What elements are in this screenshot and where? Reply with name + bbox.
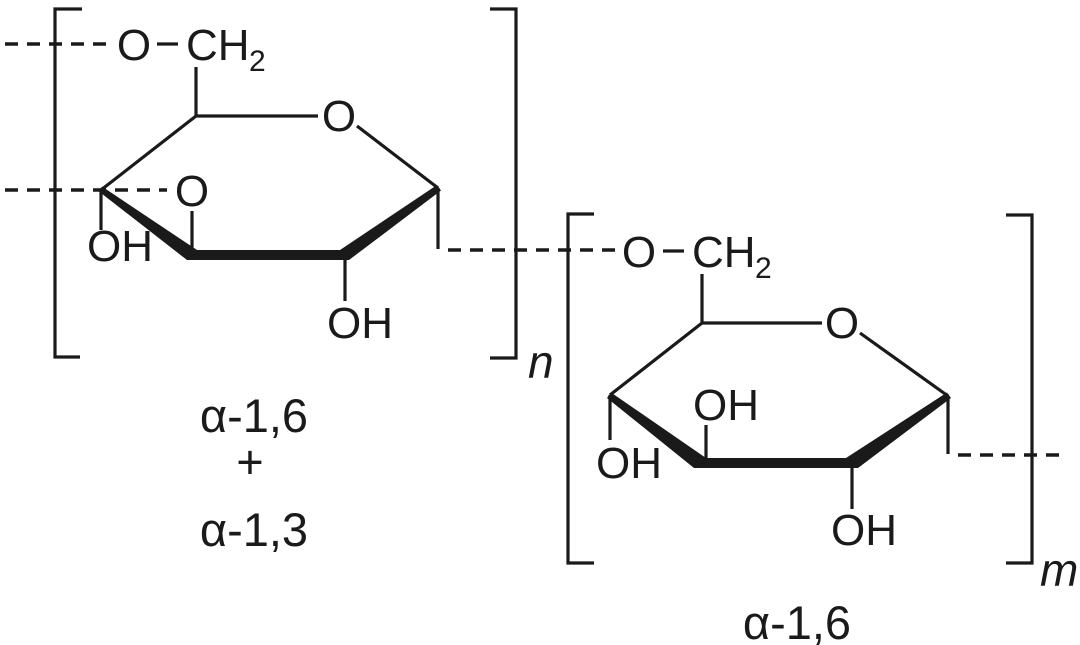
bond-ring-o-c1-right: [859, 331, 949, 398]
bond-c5-c4-left: [100, 114, 197, 192]
bracket-open-right-unit: [566, 212, 594, 565]
ring-oxygen-label-left: O: [322, 92, 356, 141]
bond-c5-c4-right: [609, 321, 703, 397]
bracket-close-right-unit: [1006, 213, 1034, 565]
c2-hydroxyl-label-right: OH: [831, 506, 897, 555]
branch-oxygen-label-left: O: [175, 167, 209, 216]
linkage-label-alpha-1-3-left: α-1,3: [200, 503, 308, 556]
ether-oxygen-label-left: O: [117, 21, 151, 70]
ether-oxygen-label-right: O: [622, 228, 656, 277]
bracket-open-left-unit: [53, 7, 82, 359]
repeat-subscript-n: n: [528, 336, 554, 388]
ch2-label-left: CH: [186, 21, 250, 70]
ch2-subscript-left: 2: [249, 45, 266, 78]
bold-ring-front-edge-left: [99, 185, 441, 260]
c3-hydroxyl-label-right: OH: [693, 381, 759, 430]
bold-ring-front-edge-right: [607, 392, 951, 468]
ring-oxygen-label-right: O: [825, 299, 859, 348]
ch2-label-right: CH: [692, 228, 756, 277]
linkage-plus-label: +: [236, 435, 263, 488]
linkage-label-alpha-1-6-right: α-1,6: [743, 596, 851, 645]
linkage-label-alpha-1-6-left: α-1,6: [200, 389, 308, 442]
left-repeat-unit: O CH 2 O O OH OH n α-1,6 + α-1,3: [5, 7, 554, 556]
c4-hydroxyl-label-right: OH: [596, 439, 662, 488]
right-repeat-unit: O CH 2 O OH OH OH m α-1,6: [566, 212, 1078, 645]
c2-hydroxyl-label-left: OH: [327, 299, 393, 348]
c4-hydroxyl-label-left: OH: [87, 222, 153, 271]
bond-ring-o-c1-left: [356, 124, 439, 190]
ch2-subscript-right: 2: [755, 252, 772, 285]
bracket-close-left-unit: [490, 7, 518, 360]
repeat-subscript-m: m: [1040, 544, 1078, 596]
